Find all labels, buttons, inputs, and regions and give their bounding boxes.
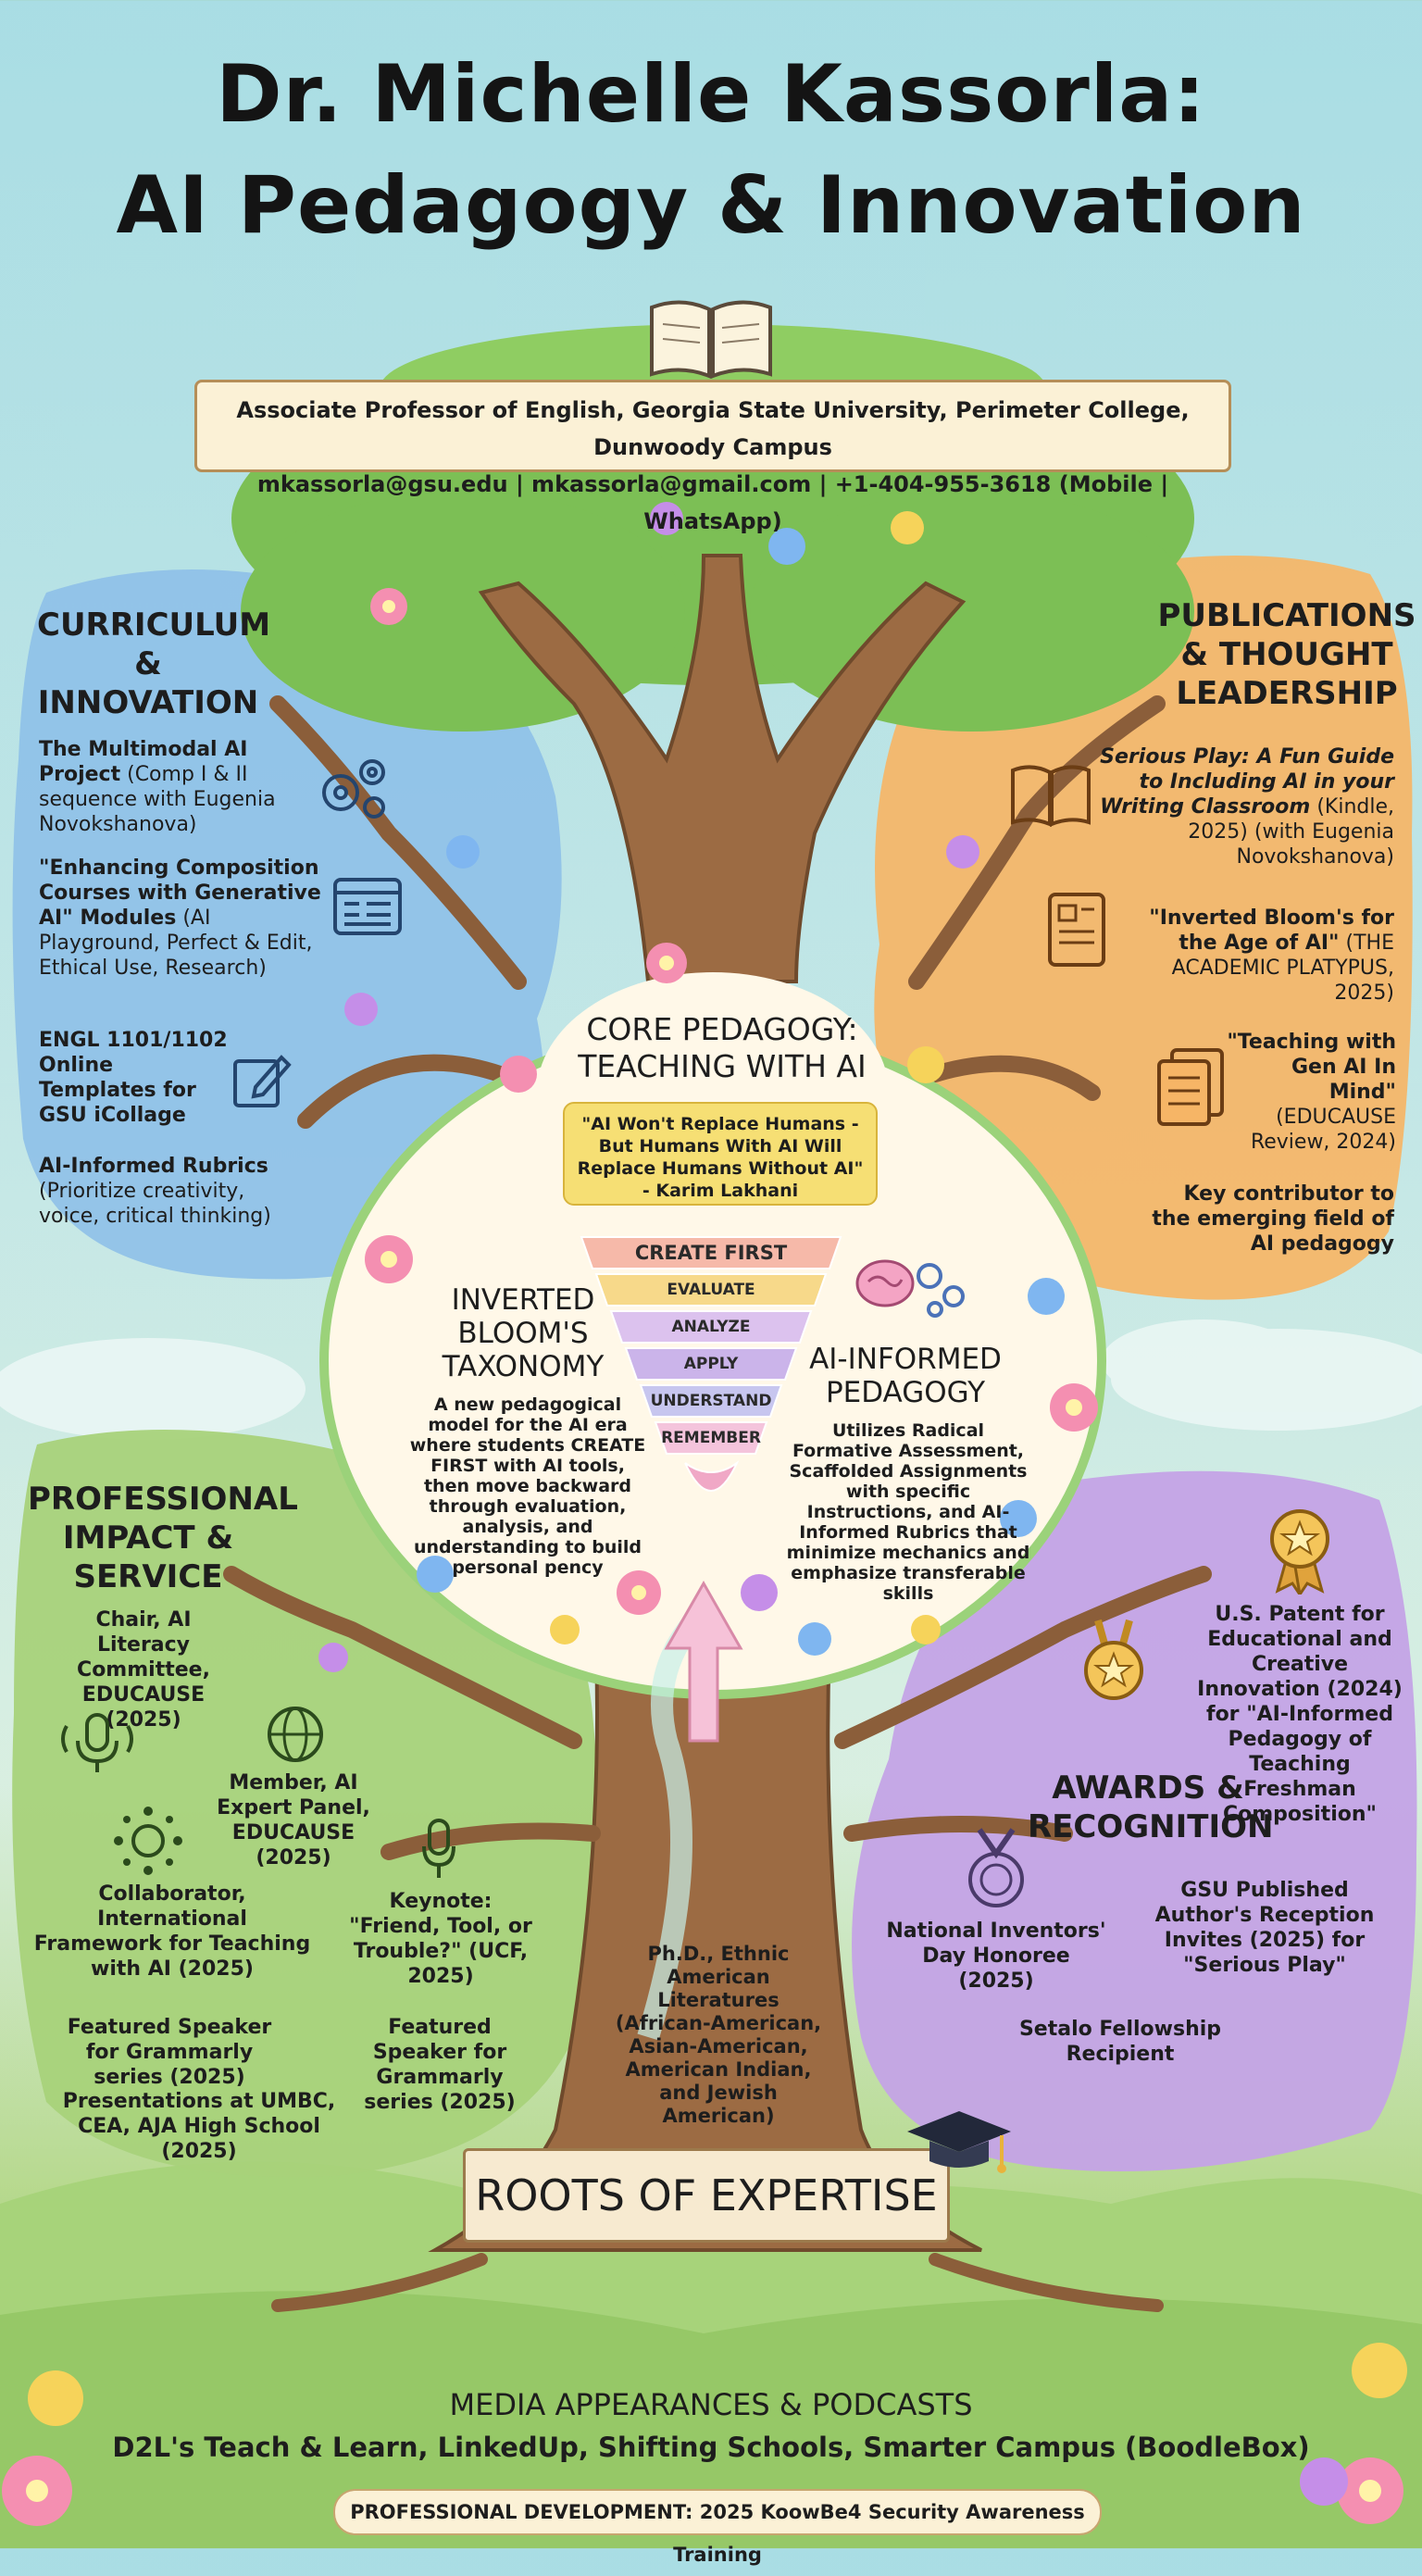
curriculum-item-4: AI-Informed Rubrics (Prioritize creativi… bbox=[39, 1155, 271, 1228]
microphone-icon bbox=[422, 1819, 455, 1878]
clouds bbox=[0, 1319, 1422, 1440]
lakhani-quote: "AI Won't Replace Humans - But Humans Wi… bbox=[563, 1102, 878, 1206]
contact-banner: Associate Professor of English, Georgia … bbox=[194, 380, 1231, 534]
professional-development-pill: PROFESSIONAL DEVELOPMENT: 2025 KoowBe4 S… bbox=[333, 2489, 1102, 2566]
impact-item-featured-speaker-2: Featured Speaker for Grammarly series (2… bbox=[364, 2016, 516, 2114]
award-item-fellowship: Setalo Fellowship Recipient bbox=[1018, 2018, 1222, 2066]
podcast-microphone-icon bbox=[61, 1713, 133, 1772]
publications-panel bbox=[874, 556, 1413, 1300]
award-item-patent: U.S. Patent for Educational and Creative… bbox=[1197, 1603, 1403, 1826]
position-line: Associate Professor of English, Georgia … bbox=[236, 397, 1190, 460]
page-title-line-2: AI Pedagogy & Innovation bbox=[116, 159, 1306, 252]
brain-gears-icon bbox=[855, 1259, 965, 1318]
open-book-icon bbox=[650, 300, 772, 379]
articles-icon bbox=[1157, 1048, 1224, 1126]
tree-trunk bbox=[428, 554, 982, 2252]
tier-analyze: ANALYZE bbox=[671, 1318, 751, 1336]
award-item-reception: GSU Published Author's Reception Invites… bbox=[1154, 1879, 1375, 1977]
media-list: D2L's Teach & Learn, LinkedUp, Shifting … bbox=[112, 2432, 1310, 2463]
book-icon bbox=[1011, 765, 1091, 827]
gears-icon bbox=[322, 759, 385, 819]
publication-item-1: Serious Play: A Fun Guide to Including A… bbox=[1100, 745, 1394, 869]
awards-heading: AWARDS &RECOGNITION bbox=[1028, 1769, 1274, 1845]
roots-banner: ROOTS OF EXPERTISE bbox=[463, 2148, 950, 2243]
publication-item-2: "Inverted Bloom's for the Age of AI" (TH… bbox=[1149, 907, 1394, 1005]
impact-item-collaborator: Collaborator, International Framework fo… bbox=[33, 1882, 311, 1981]
curriculum-item-2: "Enhancing Composition Courses with Gene… bbox=[39, 857, 321, 980]
impact-item-chair: Chair, AI Literacy Committee, EDUCAUSE (… bbox=[77, 1608, 210, 1732]
phd-text: Ph.D., Ethnic American Literatures (Afri… bbox=[615, 1943, 822, 2127]
curriculum-panel bbox=[12, 569, 562, 1280]
publication-item-4: Key contributor to the emerging field of… bbox=[1152, 1182, 1394, 1256]
globe-icon bbox=[268, 1707, 323, 1762]
tier-create-first: CREATE FIRST bbox=[634, 1242, 788, 1264]
impact-item-member: Member, AI Expert Panel, EDUCAUSE (2025) bbox=[217, 1771, 370, 1869]
tree-roots bbox=[271, 2253, 1164, 2312]
core-pedagogy-heading: CORE PEDAGOGY:TEACHING WITH AI bbox=[578, 1011, 867, 1084]
tier-remember: REMEMBER bbox=[661, 1429, 761, 1447]
curriculum-item-1: The Multimodal AI Project (Comp I & II s… bbox=[39, 738, 276, 836]
module-window-icon bbox=[333, 878, 402, 935]
award-item-inventors-day: National Inventors' Day Honoree (2025) bbox=[886, 1919, 1106, 1993]
publication-item-3: "Teaching with Gen AI In Mind" (EDUCAUSE… bbox=[1227, 1031, 1396, 1154]
bloom-funnel bbox=[580, 1236, 842, 1492]
curriculum-heading: CURRICULUM& INNOVATION bbox=[37, 606, 271, 721]
impact-panel bbox=[12, 1430, 599, 2177]
ai-informed-description: Utilizes Radical Formative Assessment, S… bbox=[786, 1420, 1030, 1604]
tier-understand: UNDERSTAND bbox=[650, 1392, 772, 1410]
impact-item-presentations: Presentations at UMBC, CEA, AJA High Sch… bbox=[62, 2090, 336, 2163]
document-icon bbox=[1048, 893, 1105, 967]
impact-item-keynote: Keynote: "Friend, Tool, or Trouble?" (UC… bbox=[349, 1890, 532, 1988]
tier-evaluate: EVALUATE bbox=[667, 1281, 755, 1299]
awards-panel bbox=[852, 1470, 1417, 2171]
impact-item-featured-speaker-1: Featured Speaker for Grammarly series (2… bbox=[67, 2016, 272, 2089]
edit-pencil-icon bbox=[233, 1055, 292, 1107]
quote-author: - Karim Lakhani bbox=[642, 1181, 799, 1201]
arrow-up-icon bbox=[664, 1580, 743, 1743]
medal-icon bbox=[1084, 1619, 1143, 1700]
page-title-line-1: Dr. Michelle Kassorla: bbox=[216, 48, 1206, 141]
curriculum-item-3: ENGL 1101/1102 Online Templates for GSU … bbox=[39, 1029, 228, 1127]
contact-line: mkassorla@gsu.edu | mkassorla@gmail.com … bbox=[256, 471, 1169, 534]
tree-branches bbox=[223, 695, 1212, 1860]
network-globe-icon bbox=[114, 1807, 182, 1875]
medallion-icon bbox=[968, 1828, 1024, 1907]
media-heading: MEDIA APPEARANCES & PODCASTS bbox=[449, 2387, 973, 2422]
award-badge-icon bbox=[1270, 1509, 1329, 1594]
flowers bbox=[2, 502, 1407, 2526]
graduation-cap-icon bbox=[907, 2111, 1011, 2173]
inverted-blooms-description: A new pedagogical model for the AI era w… bbox=[409, 1394, 646, 1578]
tier-apply: APPLY bbox=[683, 1355, 739, 1373]
